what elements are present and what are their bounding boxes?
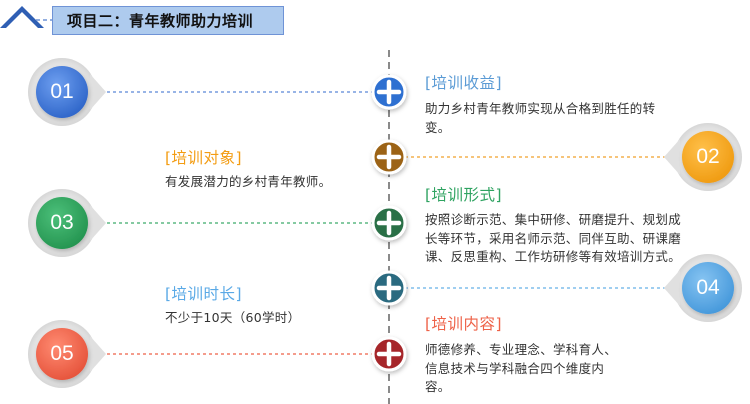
plus-icon — [371, 205, 407, 241]
bubble-number-04: 04 — [696, 276, 720, 299]
plus-icon — [371, 139, 407, 175]
bubble-03 — [28, 189, 106, 257]
bubble-number-03: 03 — [50, 211, 74, 234]
bubble-04 — [664, 254, 742, 322]
item-body-05: 师德修养、专业理念、学科育人、信息技术与学科融合四个维度内容。 — [425, 342, 618, 394]
item-heading-02: [培训对象] — [165, 149, 243, 167]
item-heading-03: [培训形式] — [425, 186, 503, 204]
plus-icon — [371, 270, 407, 306]
bubble-05 — [28, 320, 106, 388]
item-heading-05: [培训内容] — [425, 315, 503, 333]
plus-icon — [371, 74, 407, 110]
item-body-02: 有发展潜力的乡村青年教师。 — [165, 174, 332, 189]
item-body-03: 按照诊断示范、集中研修、研磨提升、规划成长等环节，采用名师示范、同伴互助、研课磨… — [425, 212, 682, 264]
item-heading-01: [培训收益] — [425, 74, 503, 92]
chevron-up-icon — [0, 6, 44, 28]
bubble-number-02: 02 — [696, 145, 720, 168]
bubble-number-05: 05 — [50, 342, 74, 365]
title-banner: 项目二：青年教师助力培训 — [52, 6, 284, 35]
bubble-02 — [664, 123, 742, 191]
plus-icon — [371, 336, 407, 372]
bubble-01 — [28, 58, 106, 126]
bubble-number-01: 01 — [50, 80, 74, 103]
item-body-01: 助力乡村青年教师实现从合格到胜任的转变。 — [425, 101, 656, 135]
item-heading-04: [培训时长] — [165, 285, 243, 303]
item-body-04: 不少于10天（60学时） — [165, 310, 301, 325]
page-title: 项目二：青年教师助力培训 — [67, 12, 254, 30]
